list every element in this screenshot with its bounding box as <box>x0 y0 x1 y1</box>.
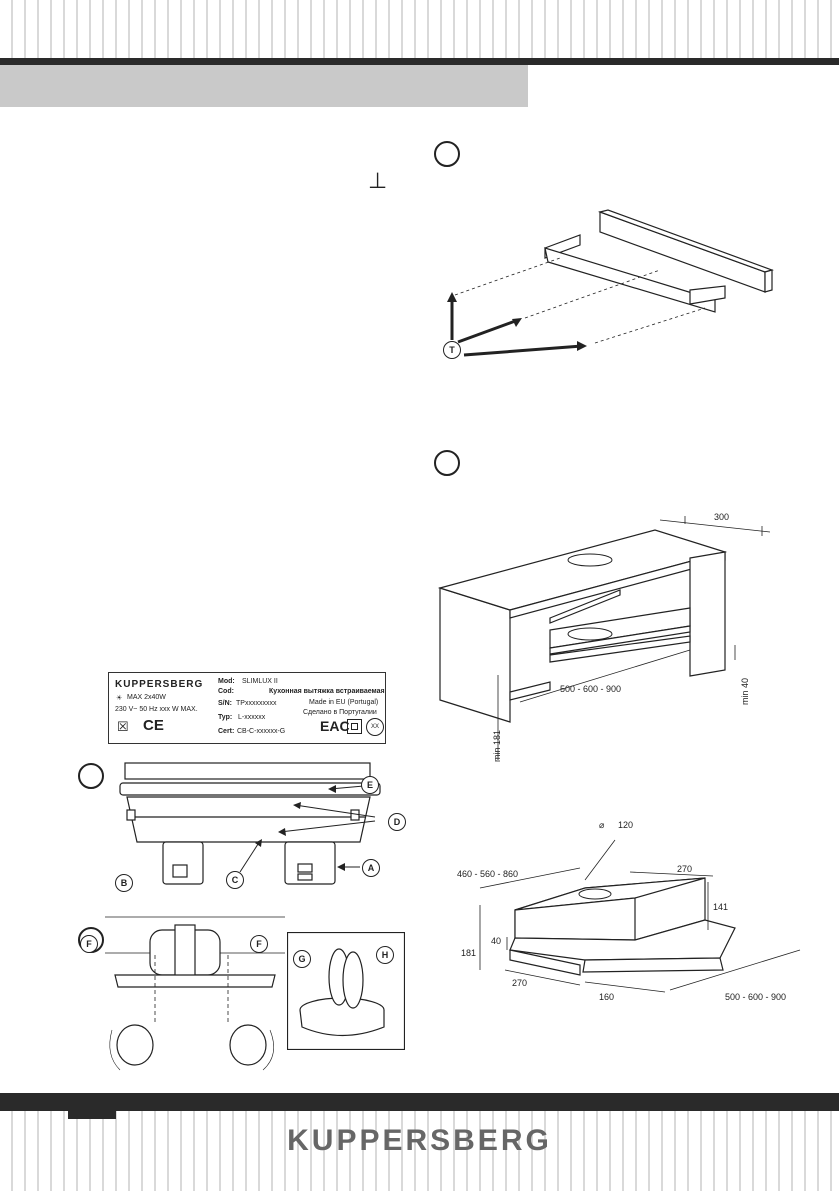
footer-brand: KUPPERSBERG <box>287 1124 552 1157</box>
dim-duct: 120 <box>618 820 633 830</box>
dim-hood-width: 460 - 560 - 860 <box>457 869 518 879</box>
label-eac: EAC <box>320 718 350 734</box>
callout-f-left: F <box>80 935 98 953</box>
label-ce: CE <box>143 717 164 734</box>
dim-offset: 160 <box>599 992 614 1002</box>
callout-b-text: B <box>120 878 128 888</box>
label-xx: XX <box>366 718 384 736</box>
label-desc-ru: Кухонная вытяжка встраиваемая <box>269 688 385 695</box>
wee-bin-icon: ☒ <box>117 719 129 734</box>
label-power: 230 V~ 50 Hz xxx W MAX. <box>115 706 198 713</box>
cabinet-diagram: 300 500 - 600 - 900 min 40 min 181 <box>437 512 771 762</box>
label-made-ru: Сделано в Португалии <box>303 709 377 716</box>
bottom-stripe-pattern <box>0 1111 839 1191</box>
callout-h: H <box>376 946 394 964</box>
dim-front-width: 500 - 600 - 900 <box>725 992 786 1002</box>
callout-c-text: C <box>231 875 239 885</box>
page-tab <box>68 1111 116 1119</box>
label-cert-key: Cert: <box>218 728 235 735</box>
double-insulation-icon <box>347 719 362 734</box>
callout-b: B <box>115 874 133 892</box>
label-brand: KUPPERSBERG <box>115 679 204 690</box>
perpendicular-symbol: ⊥ <box>368 168 388 193</box>
label-mod-key: Mod: <box>218 678 235 685</box>
label-sn-val: TPxxxxxxxxx <box>236 700 277 707</box>
dim-cab-min181: min 181 <box>492 730 502 762</box>
diameter-symbol: ⌀ <box>599 820 605 830</box>
callout-f-right-text: F <box>256 939 262 949</box>
callout-c: C <box>226 871 244 889</box>
dim-cab-depth: 300 <box>714 512 729 522</box>
step-marker-3 <box>78 763 104 789</box>
dim-hood-depth: 270 <box>677 864 692 874</box>
callout-h-text: H <box>381 950 389 960</box>
label-mod-val: SLIMLUX II <box>242 678 278 685</box>
label-cert-val: CB-C-xxxxxx-G <box>237 728 286 735</box>
frame-diagram <box>447 209 774 357</box>
label-typ-val: L-xxxxxx <box>238 714 266 721</box>
step-marker-1 <box>434 141 460 167</box>
label-typ-key: Typ: <box>218 714 233 721</box>
callout-t: T <box>443 341 461 359</box>
step-marker-2 <box>434 450 460 476</box>
label-sn-key: S/N: <box>218 700 232 707</box>
callout-d: D <box>388 813 406 831</box>
dim-cab-width: 500 - 600 - 900 <box>560 684 621 694</box>
callout-g-text: G <box>298 954 306 964</box>
callout-e: E <box>361 776 379 794</box>
label-lamp: MAX 2x40W <box>127 694 166 701</box>
label-cod-key: Cod: <box>218 688 234 695</box>
rating-label: KUPPERSBERG ☀ MAX 2x40W 230 V~ 50 Hz xxx… <box>108 672 386 744</box>
callout-f-right: F <box>250 935 268 953</box>
dim-bottom-depth: 270 <box>512 978 527 988</box>
dim-total-h: 181 <box>461 948 476 958</box>
dim-hood-height: 141 <box>713 902 728 912</box>
motor-filter-diagram <box>105 916 285 1071</box>
callout-f-left-text: F <box>86 939 92 949</box>
callout-d-text: D <box>393 817 401 827</box>
lamp-icon: ☀ <box>116 695 123 702</box>
top-stripe-pattern <box>0 0 839 58</box>
hood-parts-diagram <box>119 762 381 885</box>
label-made-in: Made in EU (Portugal) <box>309 699 379 706</box>
bottom-bar <box>0 1093 839 1111</box>
top-bar <box>0 58 839 65</box>
dim-cab-min40: min 40 <box>740 678 750 705</box>
hood-dimension-diagram: 120 ⌀ 460 - 560 - 860 270 141 40 181 270… <box>457 820 801 1002</box>
header-band <box>0 65 528 107</box>
callout-a-text: A <box>367 863 375 873</box>
callout-e-text: E <box>366 780 373 790</box>
callout-a: A <box>362 859 380 877</box>
callout-t-text: T <box>449 345 455 355</box>
callout-g: G <box>293 950 311 968</box>
dim-front-h: 40 <box>491 936 501 946</box>
